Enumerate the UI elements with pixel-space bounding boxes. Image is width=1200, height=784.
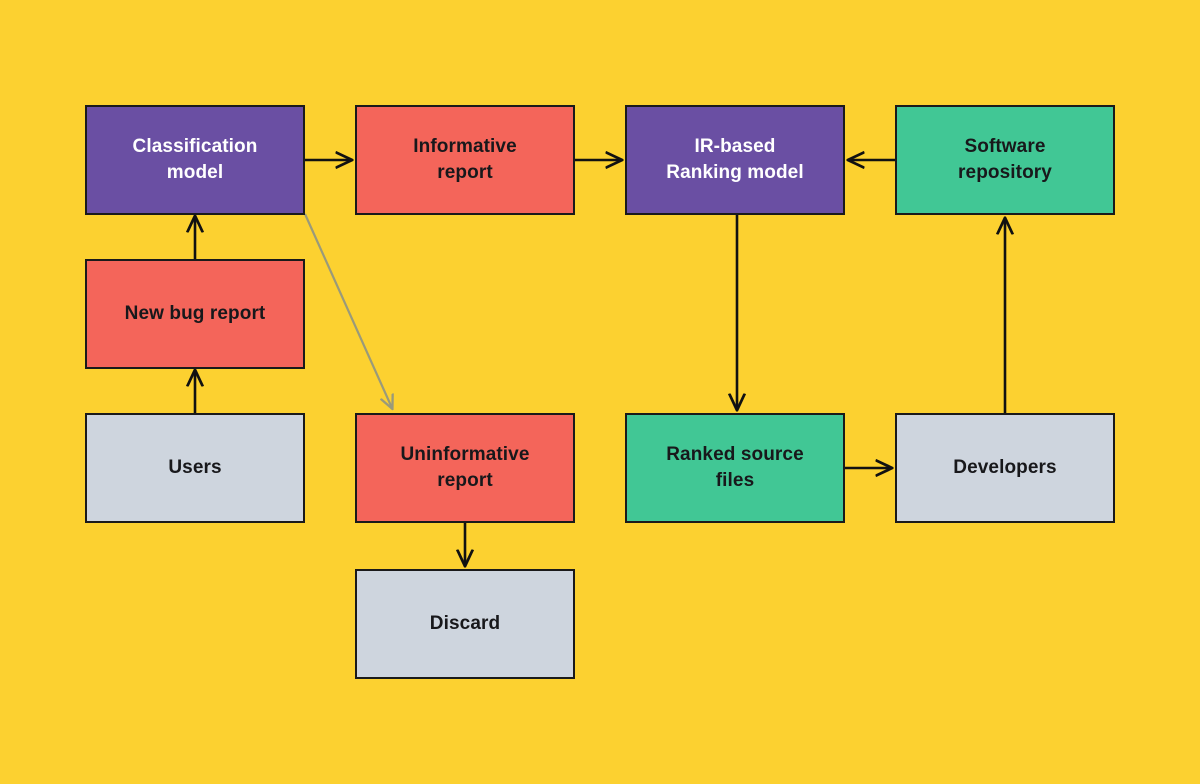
node-label-classification-model: Classification model <box>132 136 258 183</box>
node-users[interactable]: Users <box>85 413 305 523</box>
node-label-software-repository: Software repository <box>958 136 1052 183</box>
node-discard[interactable]: Discard <box>355 569 575 679</box>
node-informative-report[interactable]: Informative report <box>355 105 575 215</box>
node-label-developers: Developers <box>953 457 1057 479</box>
node-uninformative-report[interactable]: Uninformative report <box>355 413 575 523</box>
node-label-discard: Discard <box>429 613 501 635</box>
node-classification-model[interactable]: Classification model <box>85 105 305 215</box>
node-software-repository[interactable]: Software repository <box>895 105 1115 215</box>
edge-classification-to-uninformative <box>303 213 392 408</box>
node-label-ranked-source-files: Ranked source files <box>666 444 804 491</box>
node-ir-ranking-model[interactable]: IR-based Ranking model <box>625 105 845 215</box>
node-new-bug-report[interactable]: New bug report <box>85 259 305 369</box>
node-label-informative-report: Informative report <box>413 136 517 183</box>
node-label-ir-ranking-model: IR-based Ranking model <box>666 136 804 183</box>
node-label-new-bug-report: New bug report <box>124 303 266 325</box>
node-label-uninformative-report: Uninformative report <box>400 444 530 491</box>
node-ranked-source-files[interactable]: Ranked source files <box>625 413 845 523</box>
node-label-users: Users <box>168 457 222 479</box>
node-developers[interactable]: Developers <box>895 413 1115 523</box>
